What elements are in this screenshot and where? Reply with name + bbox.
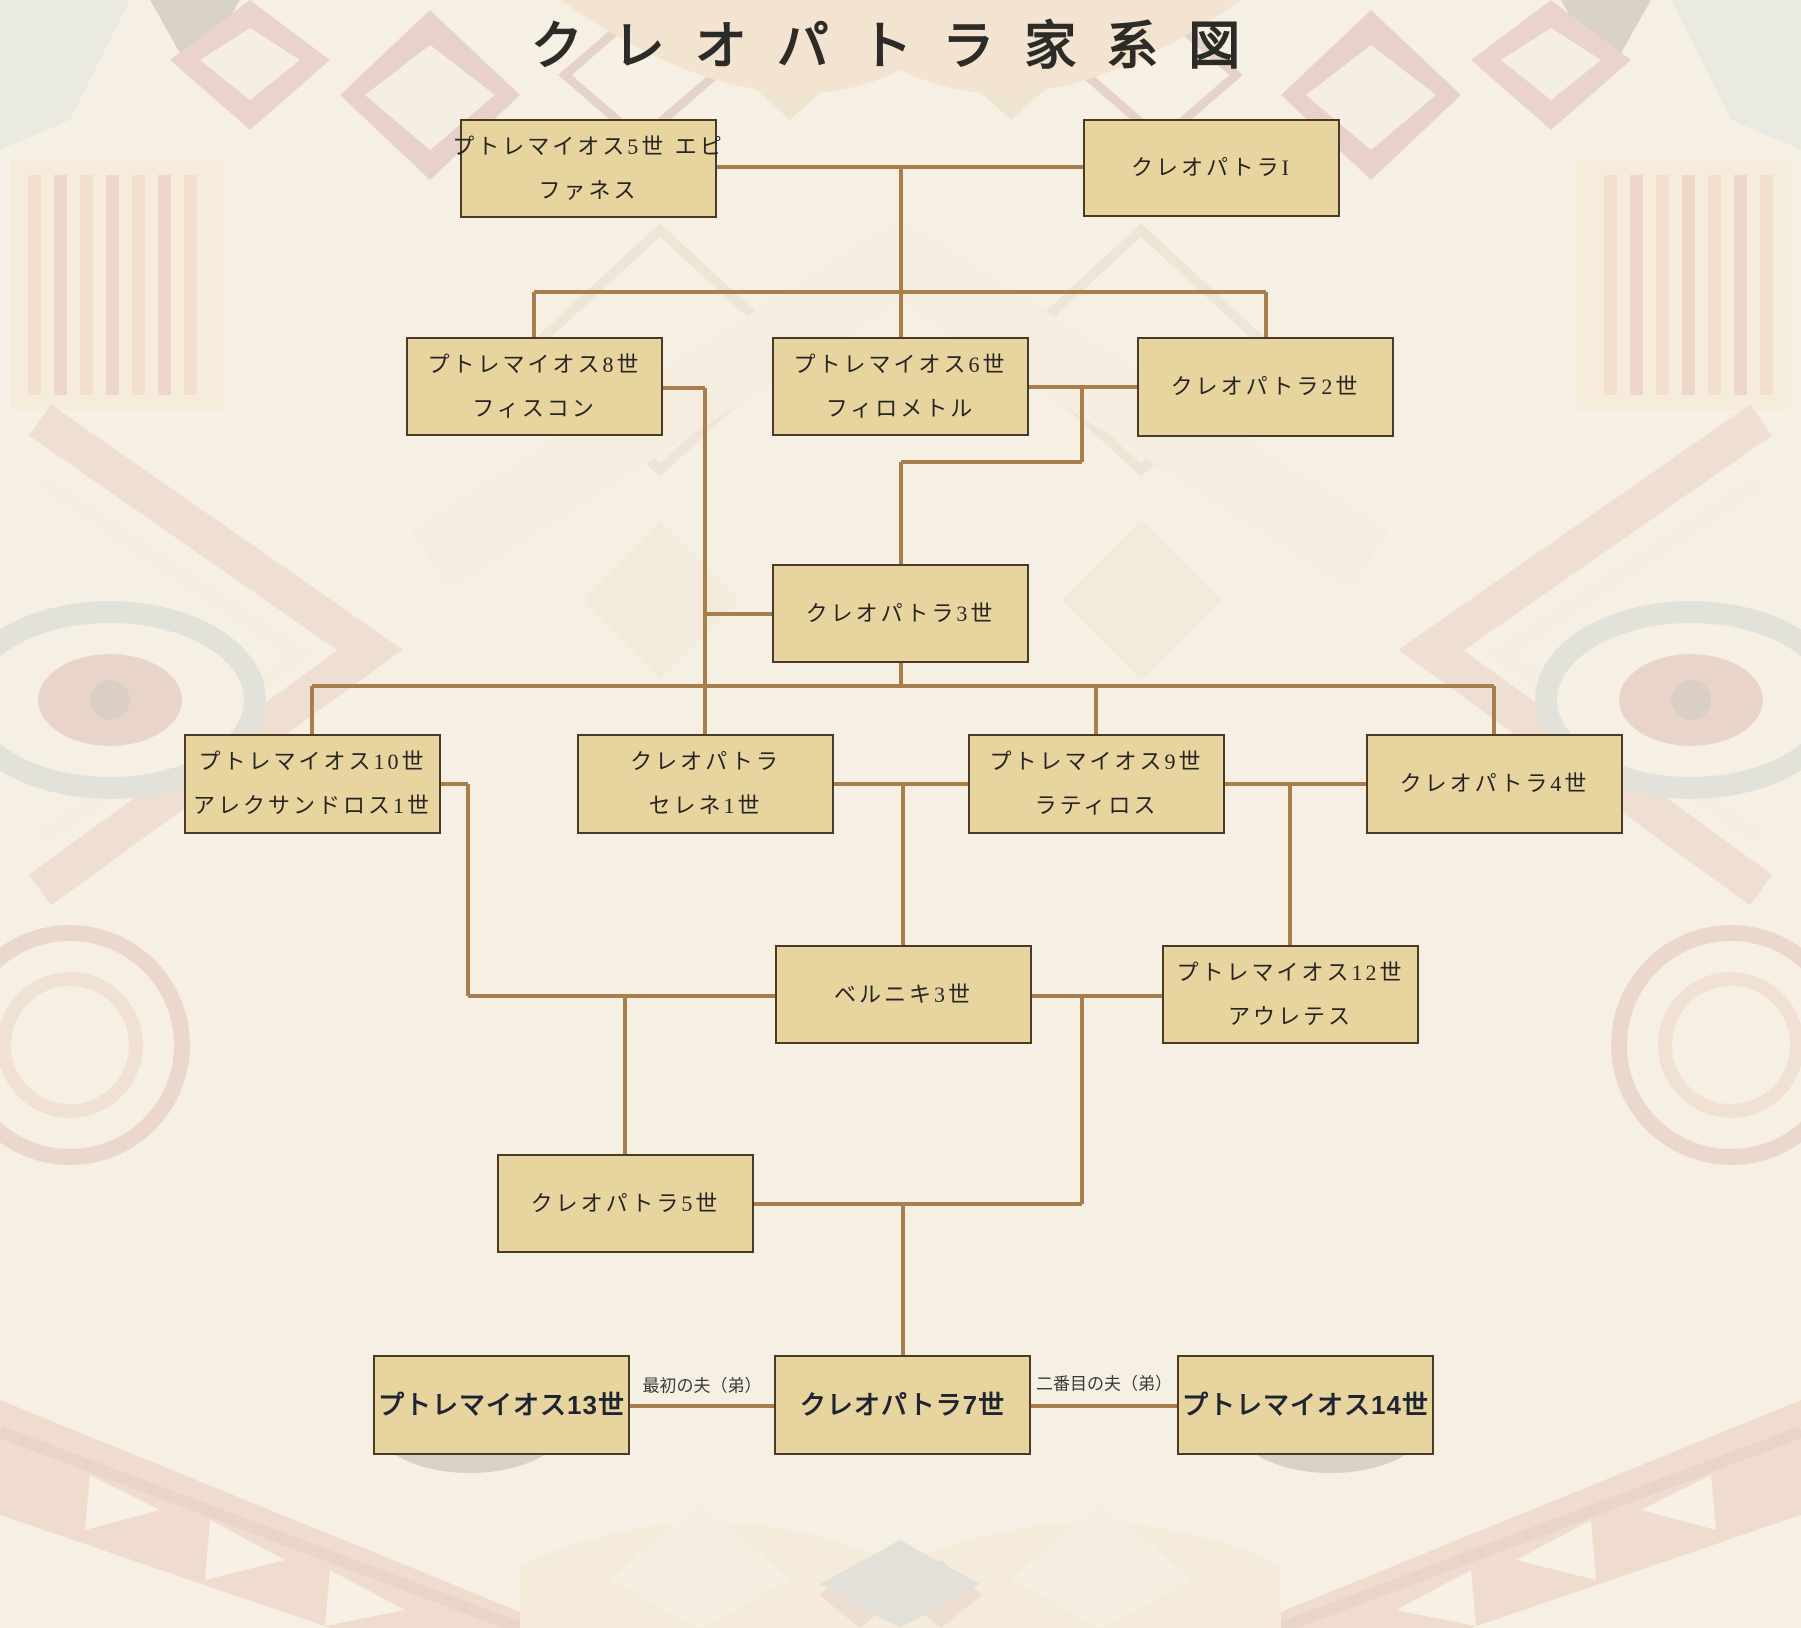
connector-line xyxy=(663,386,705,390)
person-name: プトレマイオス14世 xyxy=(1182,1390,1429,1420)
person-name: プトレマイオス8世 xyxy=(427,351,642,377)
connector-line xyxy=(468,994,775,998)
person-name: フィスコン xyxy=(472,395,597,421)
person-name: ラティロス xyxy=(1034,793,1159,818)
person-name: プトレマイオス5世 エピ xyxy=(452,133,725,159)
connector-line xyxy=(532,292,536,337)
person-name: クレオパトラ4世 xyxy=(1399,771,1590,796)
person-box-ptolemy10: プトレマイオス10世アレクサンドロス1世 xyxy=(184,734,441,834)
person-name: プトレマイオス12世 xyxy=(1176,959,1405,985)
person-name: プトレマイオス6世 xyxy=(793,351,1008,377)
connector-line xyxy=(901,784,905,945)
person-box-ptolemy14: プトレマイオス14世 xyxy=(1177,1355,1434,1455)
connector-line xyxy=(623,996,627,1154)
connector-line xyxy=(899,292,903,337)
connector-line xyxy=(312,684,1494,688)
connector-line xyxy=(630,1404,774,1408)
person-box-cleopatra5: クレオパトラ5世 xyxy=(497,1154,754,1253)
connector-line xyxy=(466,784,470,996)
page-title: クレオパトラ家系図 xyxy=(530,19,1271,76)
person-name: クレオパトラ xyxy=(630,749,781,774)
person-box-cleopatra7: クレオパトラ7世 xyxy=(774,1355,1031,1455)
connector-line xyxy=(705,612,772,616)
person-name: フィロメトル xyxy=(825,395,976,421)
person-name: アウレテス xyxy=(1227,1003,1353,1029)
person-box-cleopatra-selene1: クレオパトラセレネ1世 xyxy=(577,734,834,834)
connector-line xyxy=(901,1204,905,1355)
person-name: クレオパトラ3世 xyxy=(805,600,996,626)
person-name: アレクサンドロス1世 xyxy=(192,793,432,818)
person-name: クレオパトラ2世 xyxy=(1170,374,1361,399)
connector-line xyxy=(1264,292,1268,337)
person-name: プトレマイオス13世 xyxy=(378,1390,625,1420)
person-name: クレオパトラ5世 xyxy=(530,1190,721,1216)
connector-line xyxy=(899,663,903,686)
person-name: プトレマイオス10世 xyxy=(198,749,427,774)
connector-line xyxy=(1492,686,1496,734)
person-name: ファネス xyxy=(538,177,639,203)
connector-line xyxy=(899,167,903,292)
person-box-berenice3: ベルニキ3世 xyxy=(775,945,1032,1044)
connector-line xyxy=(1094,686,1098,734)
person-box-cleopatra1: クレオパトラI xyxy=(1083,119,1340,217)
person-box-ptolemy9: プトレマイオス9世ラティロス xyxy=(968,734,1225,834)
connector-line xyxy=(901,460,1082,464)
person-box-ptolemy8: プトレマイオス8世フィスコン xyxy=(406,337,663,436)
connector-line xyxy=(1032,994,1162,998)
person-name: プトレマイオス9世 xyxy=(989,749,1204,774)
person-box-ptolemy6: プトレマイオス6世フィロメトル xyxy=(772,337,1029,436)
relationship-label: 二番目の夫（弟） xyxy=(1036,1374,1172,1394)
connector-line xyxy=(1225,782,1366,786)
person-name: クレオパトラI xyxy=(1131,155,1292,180)
connector-line xyxy=(754,1202,1082,1206)
person-name: ベルニキ3世 xyxy=(833,981,973,1007)
person-box-ptolemy13: プトレマイオス13世 xyxy=(373,1355,630,1455)
person-name: セレネ1世 xyxy=(648,793,763,818)
connector-line xyxy=(310,686,314,734)
person-box-cleopatra2: クレオパトラ2世 xyxy=(1137,337,1394,437)
connector-line xyxy=(1080,387,1084,462)
connector-line xyxy=(1288,784,1292,945)
person-box-cleopatra3: クレオパトラ3世 xyxy=(772,564,1029,663)
connector-line xyxy=(1080,996,1084,1204)
person-box-cleopatra4: クレオパトラ4世 xyxy=(1366,734,1623,834)
connector-line xyxy=(1031,1404,1177,1408)
connector-line xyxy=(441,782,468,786)
person-box-ptolemy5: プトレマイオス5世 エピファネス xyxy=(452,119,722,218)
person-name: クレオパトラ7世 xyxy=(799,1390,1006,1420)
connector-line xyxy=(899,462,903,564)
person-box-ptolemy12: プトレマイオス12世アウレテス xyxy=(1162,945,1419,1044)
relationship-label: 最初の夫（弟） xyxy=(642,1376,762,1396)
connector-line xyxy=(703,388,707,734)
